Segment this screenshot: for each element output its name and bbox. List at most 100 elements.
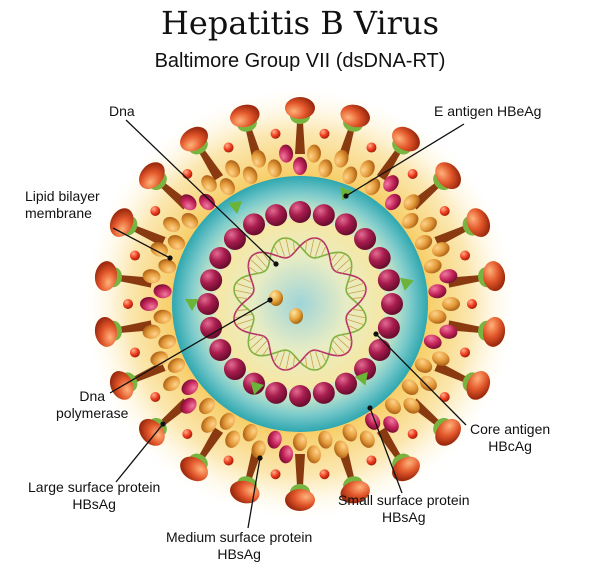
lipid-bead	[180, 194, 197, 211]
surface-protein-spike	[180, 126, 224, 181]
red-surface-dot	[439, 206, 450, 217]
diagram-subtitle: Baltimore Group VII (dsDNA-RT)	[154, 50, 446, 72]
dna-base-pair	[248, 266, 259, 274]
dna-base-pair	[254, 339, 268, 355]
surface-protein-spike	[434, 208, 491, 247]
lipid-bead	[293, 433, 307, 451]
core-interior	[215, 219, 385, 389]
e-antigen-triangle	[399, 277, 414, 291]
lipid-bead	[334, 440, 349, 459]
lipid-bead	[158, 259, 177, 274]
dna-base-pair	[249, 258, 265, 272]
lipid-bead	[163, 375, 181, 392]
red-surface-dot	[223, 142, 234, 153]
dna-base-pair	[235, 318, 255, 326]
lipid-bead	[142, 324, 161, 339]
spike-cap	[180, 456, 208, 482]
lipid-bead	[342, 166, 358, 185]
spike-cap	[285, 489, 315, 511]
label-dna: Dna	[109, 103, 135, 119]
surface-protein-spike	[410, 162, 461, 210]
core-antigen-bead	[223, 227, 246, 250]
core-antigen-bead	[289, 201, 311, 223]
lipid-bilayer-membrane	[140, 144, 460, 464]
leader-line	[115, 423, 164, 483]
lipid-bead	[150, 242, 168, 257]
lipid-bead	[359, 160, 375, 178]
dna-base-pair	[314, 349, 322, 369]
dna-base-pair	[273, 245, 280, 257]
e-antigen-triangle	[354, 371, 368, 386]
leader-dot	[257, 455, 263, 461]
leader-dot	[267, 297, 273, 303]
lipid-bead	[401, 213, 419, 229]
dna-base-pair	[235, 282, 255, 290]
red-surface-dot	[407, 428, 418, 439]
lipid-bead	[342, 423, 358, 442]
lipid-bead	[318, 159, 333, 178]
red-surface-dot	[129, 347, 140, 358]
surface-protein-spike	[434, 361, 491, 400]
dna-base-pair	[320, 245, 327, 257]
spike-cap	[392, 456, 420, 482]
lipid-bead	[225, 160, 241, 178]
red-surface-dot	[182, 169, 193, 180]
dna-base-pair	[332, 253, 346, 269]
spike-cap	[139, 418, 165, 446]
spike-stalk	[295, 454, 305, 486]
e-antigens	[185, 186, 414, 395]
surface-proteins	[94, 97, 506, 511]
spike-stalk	[199, 149, 224, 181]
red-surface-dot	[319, 469, 330, 480]
red-surface-dot	[270, 469, 281, 480]
e-antigen-triangle	[185, 299, 199, 311]
dna-base-pair	[305, 355, 308, 368]
leader-dot	[167, 255, 173, 261]
lipid-bead	[419, 375, 437, 392]
lipid-bead	[306, 144, 321, 163]
dna-base-pair	[262, 345, 270, 356]
dna-base-pair	[351, 309, 364, 312]
leader-line	[369, 407, 403, 494]
dna-base-pair	[347, 313, 367, 319]
core-antigen-bead	[368, 247, 391, 269]
leader-dot	[373, 331, 379, 337]
lipid-bead	[201, 175, 217, 192]
lipid-bead	[140, 297, 158, 311]
spike-stalk	[434, 225, 467, 247]
dna-base-pair	[262, 252, 270, 263]
lipid-bead	[163, 216, 181, 233]
core-antigen-bead	[377, 316, 400, 339]
core-antigen-bead	[197, 293, 219, 315]
surface-protein-spike	[109, 361, 166, 400]
dna-base-pair	[241, 324, 253, 331]
dna-base-pair	[335, 336, 351, 350]
lipid-bead	[439, 324, 458, 339]
e-antigen-triangle	[228, 200, 243, 214]
lipid-bead	[423, 334, 442, 349]
spike-stalk	[376, 149, 401, 181]
lipid-bead	[383, 416, 399, 433]
dna-base-pair	[248, 334, 259, 342]
label-leader-lines	[109, 119, 467, 529]
diagram-title: Hepatitis B Virus	[161, 4, 439, 42]
lipid-bead	[428, 309, 447, 324]
leader-line	[247, 457, 261, 529]
core-antigen-bead	[200, 316, 223, 339]
spike-cap	[139, 162, 165, 190]
dna-base-pair	[292, 355, 295, 368]
spike-stalk	[199, 427, 224, 459]
spike-cap	[285, 97, 315, 119]
dna-base-pair	[330, 252, 338, 263]
spike-cap	[435, 162, 461, 190]
dna-base-pair	[345, 282, 365, 290]
e-antigen-triangle	[250, 381, 265, 395]
lipid-bead	[267, 159, 282, 178]
lipid-bead	[199, 193, 216, 211]
surface-protein-spike	[285, 454, 315, 511]
core-antigen-bead	[354, 227, 377, 250]
red-surface-dot	[123, 299, 133, 309]
red-surface-dot	[460, 250, 471, 261]
spike-cap	[482, 261, 506, 292]
lipid-bead	[359, 430, 375, 448]
